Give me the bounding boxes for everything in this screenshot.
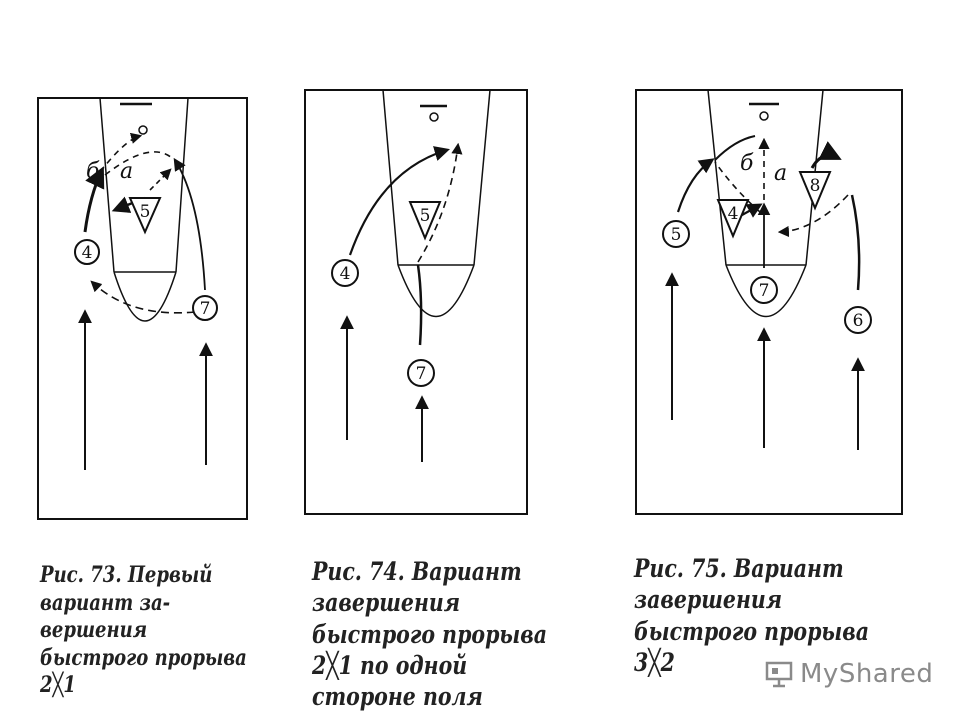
basket [759,111,769,121]
defender-move-2 [149,168,172,191]
free-throw-arc [725,264,807,318]
player-5-diagram3: 5 [662,220,690,248]
defender-8-move [810,141,842,169]
watermark: MyShared [764,656,933,692]
svg-text:5: 5 [671,225,682,245]
dribble-path-7 [416,264,423,346]
dribble-path-6 [850,194,861,291]
path-label-a-diagram1: а [120,159,133,184]
cut-path-4 [348,146,450,256]
player-7-diagram1: 7 [192,295,218,321]
pass-path-b [99,132,143,173]
cut-path-b [714,135,756,161]
basket [138,125,148,135]
path-label-b-diagram1: б [86,159,100,184]
defender-4-diagram3: 4 [716,199,750,239]
free-throw-arc [397,264,475,318]
svg-text:8: 8 [810,176,821,196]
key-lane [382,89,491,266]
pass-path-7 [417,142,463,263]
defender-8-diagram3: 8 [798,171,832,211]
court-boundary [37,97,248,520]
player-7-diagram3: 7 [750,276,778,304]
pass-path-a [104,151,173,176]
path-label-a-diagram3: а [774,161,787,186]
court-diagram-74 [304,89,528,515]
pass-path-7-to-4 [90,280,196,314]
court-boundary [635,89,903,515]
pass-path-b [714,161,761,213]
svg-text:7: 7 [200,299,211,319]
defender-5-diagram1: 5 [128,197,162,235]
player-4-diagram2: 4 [331,259,359,287]
caption-fig-75: Рис. 75. Вариант завершения быстрого про… [634,554,870,677]
path-label-b-diagram3: б [740,151,754,176]
player-4-diagram1: 4 [74,239,100,265]
dribble-path-7 [173,157,206,291]
svg-text:4: 4 [728,204,739,224]
player-7-diagram2: 7 [407,359,435,387]
svg-text:6: 6 [853,311,864,331]
caption-fig-73: Рис. 73. Первый вариант за-вершения быст… [40,562,247,698]
caption-fig-74: Рис. 74. Вариант завершения быстрого про… [312,557,548,711]
basket [429,112,439,122]
svg-text:4: 4 [340,264,351,284]
pass-path-6-to-7 [777,194,849,238]
court-diagram-75 [635,89,903,515]
cut-path-4 [83,166,105,233]
cut-path-5 [676,158,715,213]
svg-text:7: 7 [416,364,427,384]
defender-5-diagram2: 5 [408,201,442,241]
svg-text:4: 4 [82,243,93,263]
player-6-diagram3: 6 [844,306,872,334]
presentation-icon [765,661,793,688]
free-throw-arc [113,271,177,322]
svg-text:7: 7 [759,281,770,301]
watermark-text: MyShared [800,659,934,689]
defender-4-move [741,203,763,218]
court-boundary [304,89,528,515]
svg-text:5: 5 [140,202,151,222]
svg-text:5: 5 [420,206,431,226]
key-lane [99,97,189,273]
